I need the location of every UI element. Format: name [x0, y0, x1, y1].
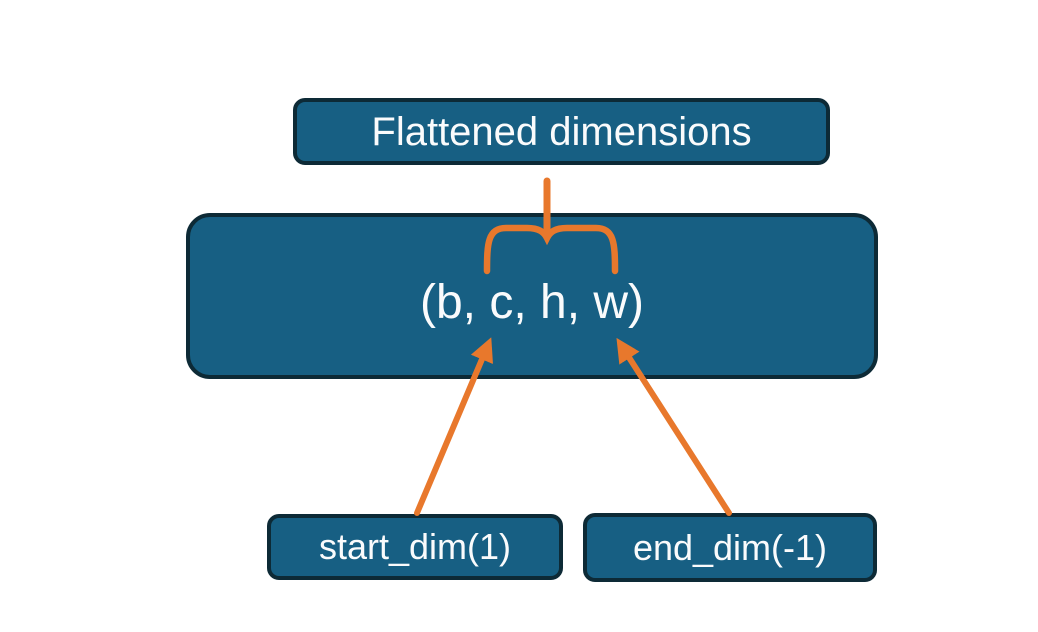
start-dim-label: start_dim(1) [318, 526, 512, 567]
tensor-shape-label: (b, c, h, w) [419, 276, 645, 329]
node-tensor-shape: (b, c, h, w) [186, 213, 878, 379]
end-dim-label: end_dim(-1) [632, 526, 828, 568]
node-start-dim: start_dim(1) [267, 514, 563, 580]
node-end-dim: end_dim(-1) [583, 513, 877, 582]
flattened-dimensions-label: Flattened dimensions [371, 109, 752, 154]
node-flattened-dimensions: Flattened dimensions [293, 98, 830, 165]
